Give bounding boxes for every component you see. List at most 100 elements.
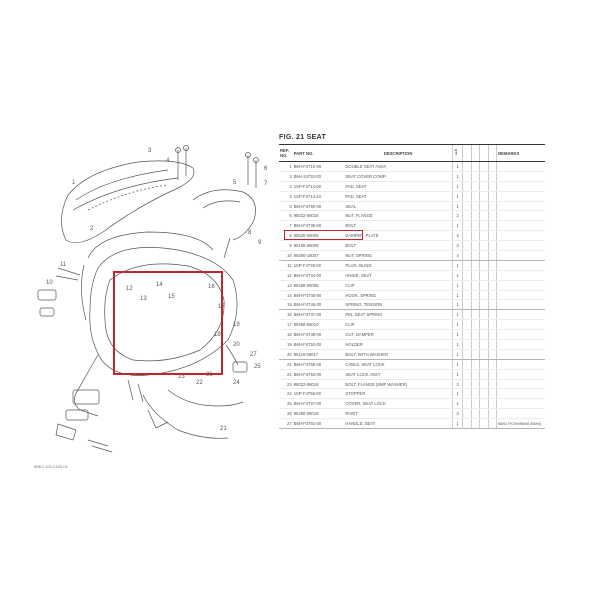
remarks-cell [496,369,545,380]
qty-cell: 1 [451,280,463,291]
seat-cushion-outline [61,160,195,243]
callout-25: 25 [254,364,261,370]
model-cell [487,220,497,232]
qty-cell: 1 [451,270,463,281]
model-cell [479,290,489,301]
remarks-cell [496,398,545,410]
remarks-cell [496,161,545,172]
ref-cell: 26 [279,408,293,420]
model-cell [487,260,497,271]
qty-cell: 1 [451,201,463,212]
part-number-cell: B6H-F4746-00 [292,299,345,311]
header-model-a [462,144,472,162]
part-number-cell: B6H-F4710-00 [292,161,345,172]
model-cell [470,260,480,271]
callout-11: 11 [60,262,67,268]
model-cell [462,250,472,261]
description-cell: HINGE, SEAT [344,270,453,281]
model-cell [479,408,489,420]
model-cell [462,270,472,281]
header-model-b [470,144,480,162]
callout-2: 2 [90,226,94,232]
qty-cell: 1 [451,290,463,301]
description-cell: PIN, SEAT SPRING [344,309,453,321]
parts-list: FIG. 21 SEAT REF. NO. PART NO. DESCRIPTI… [279,134,579,430]
model-cell [470,280,480,291]
callout-20: 20 [233,342,240,348]
model-cell [479,220,489,232]
description-cell: CLIP [344,319,453,331]
callout-5: 5 [233,180,237,186]
remarks-cell [496,329,545,341]
model-cell [487,210,497,222]
qty-cell: 2 [451,379,463,390]
description-cell: NUT, FLANGE [344,210,453,222]
model-cell [487,161,497,172]
model-cell [479,349,489,360]
part-number-cell: B6H-F4744-00 [292,270,345,281]
model-cell [487,280,497,291]
model-cell [462,181,472,192]
part-number-cell: 1SP-F4714-10 [292,191,345,202]
callout-21: 21 [220,426,227,432]
model-cell [470,240,480,252]
part-number-cell: 90119-06017 [292,349,345,360]
header-model-c [479,144,489,162]
qty-cell: 1 [451,191,463,202]
model-cell [462,398,472,410]
model-cell [470,201,480,212]
description-cell: NUT, SPRING [344,250,453,261]
ref-cell: 15 [279,299,293,311]
description-cell: CLIP [344,280,453,291]
model-cell [470,191,480,202]
qty-cell: 2 [451,408,463,420]
callout-4: 4 [166,158,170,164]
part-number-cell: 90468-06010 [292,319,345,331]
qty-cell: 4 [451,250,463,261]
part-number-cell: 1SP-F4714-00 [292,181,345,192]
part-number-cell: B6H-F4757-00 [292,398,345,410]
callout-22: 22 [196,380,203,386]
model-cell [487,379,497,390]
model-cell [479,240,489,252]
model-cell [487,270,497,281]
qty-cell: 1 [451,181,463,192]
description-cell: HOOK, SPRING [344,290,453,301]
model-cell [462,220,472,232]
part-number-cell: B6H-F4755-00 [292,359,345,370]
model-cell [462,299,472,311]
model-cell [487,408,497,420]
description-cell: STOPPER [344,388,453,400]
remarks-cell [496,280,545,291]
callout-27: 27 [250,352,257,358]
model-cell [462,379,472,390]
model-cell [470,210,480,222]
ref-cell: 9 [279,240,293,252]
ref-cell: 21 [279,359,293,370]
remarks-cell [496,388,545,400]
qty-cell: 1 [451,161,463,172]
model-cell [462,329,472,341]
qty-cell: 2 [451,240,463,252]
model-cell [470,171,480,182]
remarks-cell [496,290,545,301]
callout-1: 1 [72,180,76,186]
model-cell [470,181,480,192]
remarks-cell [496,299,545,311]
model-cell [470,220,480,232]
remarks-cell [496,379,545,390]
part-number-cell: B6H-F4745-00 [292,290,345,301]
header-qty: QTY [451,144,463,162]
model-cell [479,171,489,182]
qty-cell: 1 [451,220,463,232]
exploded-diagram: 1 2 3 4 5 6 7 8 9 10 11 12 13 14 15 16 1… [28,140,276,470]
handle-bracket-outline [192,189,256,241]
qty-cell: 1 [451,359,463,370]
